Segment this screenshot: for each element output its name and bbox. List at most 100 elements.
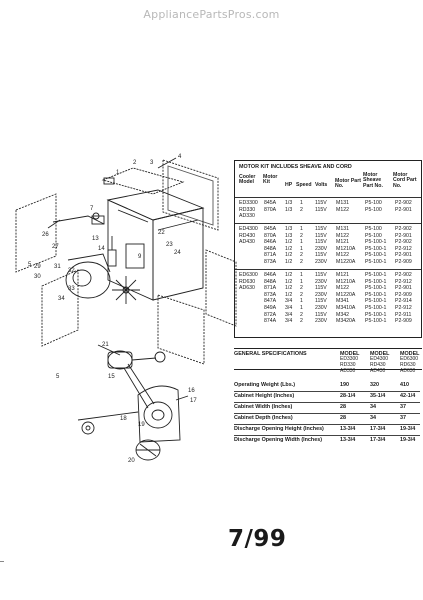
- svg-text:15: 15: [108, 374, 115, 380]
- svg-text:26: 26: [42, 232, 49, 238]
- motor-kit-table: MOTOR KIT INCLUDES SHEAVE AND CORD Coole…: [234, 160, 422, 338]
- motor-kit-header: Cooler Model Motor Kit HP Speed Volts Mo…: [235, 172, 423, 197]
- spec-header: GENERAL SPECIFICATIONS MODEL MODEL MODEL…: [234, 348, 422, 374]
- kit-speed: 1 2: [300, 200, 303, 213]
- spec-value: 19-3/4: [400, 437, 416, 443]
- header-cooler-model: Cooler Model: [239, 174, 256, 186]
- svg-text:17: 17: [190, 398, 197, 404]
- svg-text:19: 19: [138, 422, 145, 428]
- svg-text:1: 1: [116, 170, 120, 176]
- kit-motor: M131 M122 M121 M1210A M122 M1220A: [336, 226, 356, 265]
- kit-speed: 1 2 1 1 2 2: [300, 226, 303, 265]
- kit-sheave: P5-100 P5-100 P5-100-1 P5-100-1 P5-100-1…: [365, 226, 387, 265]
- kit-hp: 1/3 1/3 1/2 1/2 1/2 1/2: [285, 226, 293, 265]
- svg-text:3: 3: [150, 160, 154, 166]
- svg-text:23: 23: [166, 242, 173, 248]
- general-specifications: GENERAL SPECIFICATIONS MODEL MODEL MODEL…: [234, 348, 422, 444]
- svg-text:14: 14: [98, 246, 105, 252]
- spec-value: 13-3/4: [340, 426, 356, 432]
- spec-row: Discharge Opening Width (Inches) 13-3/4 …: [234, 437, 422, 447]
- svg-text:31: 31: [54, 264, 61, 270]
- kit-speed: 1 1 2 2 1 1 2 2: [300, 272, 303, 325]
- spec-model-label: MODEL: [340, 351, 360, 357]
- spec-row: Cabinet Height (Inches) 28-1/4 35-1/4 42…: [234, 393, 422, 403]
- kit-volts: 115V 230V 115V 230V 115V 230V 115V 230V: [315, 272, 328, 325]
- spec-row: Cabinet Width (Inches) 28 34 37: [234, 404, 422, 414]
- spec-label: Discharge Opening Width (Inches): [234, 437, 323, 443]
- kit-group-430: ED4300 RD430 AD430 845A 870A 846A 848A 8…: [235, 226, 423, 268]
- header-cord-part: Motor Cord Part No.: [393, 172, 417, 189]
- spec-model-names: ED4300 RD430 AD430: [370, 356, 389, 374]
- svg-text:22: 22: [158, 230, 165, 236]
- svg-text:2: 2: [133, 160, 137, 166]
- kit-volts: 115V 115V 115V 230V 115V 230V: [315, 226, 328, 265]
- group-divider: [235, 269, 421, 270]
- svg-text:27: 27: [52, 244, 59, 250]
- svg-text:21: 21: [102, 342, 109, 348]
- spec-value: 28: [340, 415, 346, 421]
- svg-text:24: 24: [174, 250, 181, 256]
- spec-value: 320: [370, 382, 379, 388]
- spec-model-names: ED6300 RD630 AD630: [400, 356, 419, 374]
- svg-text:18: 18: [120, 416, 127, 422]
- margin-mark: [0, 561, 4, 562]
- group-divider: [235, 223, 421, 224]
- spec-value: 37: [400, 415, 406, 421]
- spec-row: Operating Weight (Lbs.) 190 320 410: [234, 382, 422, 392]
- spec-label: Cabinet Height (Inches): [234, 393, 295, 399]
- kit-group-330: ED3300 RD330 AD330 845A 870A 1/3 1/3 1 2…: [235, 200, 423, 222]
- kit-motor: M131 M122: [336, 200, 349, 213]
- kit-sheave: P5-100-1 P5-100-1 P5-100-1 P5-100-1 P5-1…: [365, 272, 387, 325]
- spec-value: 35-1/4: [370, 393, 386, 399]
- kit-numbers: 845A 870A 846A 848A 871A 873A: [264, 226, 277, 265]
- motor-kit-title: MOTOR KIT INCLUDES SHEAVE AND CORD: [239, 164, 352, 170]
- spec-value: 34: [370, 404, 376, 410]
- kit-numbers: 846A 848A 871A 873A 847A 849A 872A 874A: [264, 272, 277, 325]
- spec-value: 34: [370, 415, 376, 421]
- header-volts: Volts: [315, 182, 328, 188]
- header-motor-kit: Motor Kit: [263, 174, 278, 186]
- svg-text:13: 13: [92, 236, 99, 242]
- kit-models: ED6300 RD630 AD630: [239, 272, 258, 292]
- kit-hp: 1/3 1/3: [285, 200, 293, 213]
- kit-motor: M121 M1210A M122 M1220A M341 M3410A M342…: [336, 272, 356, 325]
- header-speed: Speed: [296, 182, 312, 188]
- svg-text:16: 16: [188, 388, 195, 394]
- spec-label: Operating Weight (Lbs.): [234, 382, 295, 388]
- spec-value: 17-3/4: [370, 426, 386, 432]
- kit-models: ED4300 RD430 AD430: [239, 226, 258, 246]
- spec-value: 410: [400, 382, 409, 388]
- kit-models: ED3300 RD330 AD330: [239, 200, 258, 220]
- kit-numbers: 845A 870A: [264, 200, 277, 213]
- exploded-parts-diagram: 4 3 2 1 7 13 14 21 22 23 24 26 27 29 30 …: [15, 154, 237, 464]
- svg-text:5: 5: [56, 374, 60, 380]
- callout-numbers: 4 3 2 1 7 13 14 21 22 23 24 26 27 29 30 …: [28, 154, 197, 464]
- spec-title: GENERAL SPECIFICATIONS: [234, 351, 307, 357]
- svg-text:20: 20: [128, 458, 135, 464]
- spec-rule: [234, 435, 420, 436]
- spec-value: 13-3/4: [340, 437, 356, 443]
- spec-value: 28: [340, 404, 346, 410]
- spec-value: 37: [400, 404, 406, 410]
- spec-model-names: ED3300 RD330 AD330: [340, 356, 359, 374]
- group-divider: [235, 197, 421, 198]
- spec-row: Cabinet Depth (Inches) 28 34 37: [234, 415, 422, 425]
- spec-label: Cabinet Depth (Inches): [234, 415, 293, 421]
- svg-text:5: 5: [28, 262, 32, 268]
- kit-cord: P2-902 P2-901 P2-902 P2-912 P2-901 P2-90…: [395, 226, 412, 265]
- kit-volts: 115V 115V: [315, 200, 327, 213]
- spec-value: 190: [340, 382, 349, 388]
- spec-value: 28-1/4: [340, 393, 356, 399]
- kit-cord: P2-902 P2-901: [395, 200, 412, 213]
- svg-text:34: 34: [58, 296, 65, 302]
- spec-model-label: MODEL: [370, 351, 390, 357]
- kit-sheave: P5-100 P5-100: [365, 200, 382, 213]
- spec-label: Discharge Opening Height (Inches): [234, 426, 324, 432]
- spec-rule: [234, 402, 420, 403]
- header-motor-part: Motor Part No.: [335, 178, 361, 190]
- spec-value: 19-3/4: [400, 426, 416, 432]
- spec-value: 17-3/4: [370, 437, 386, 443]
- spec-model-label: MODEL: [400, 351, 420, 357]
- svg-text:32: 32: [68, 268, 75, 274]
- svg-text:33: 33: [68, 286, 75, 292]
